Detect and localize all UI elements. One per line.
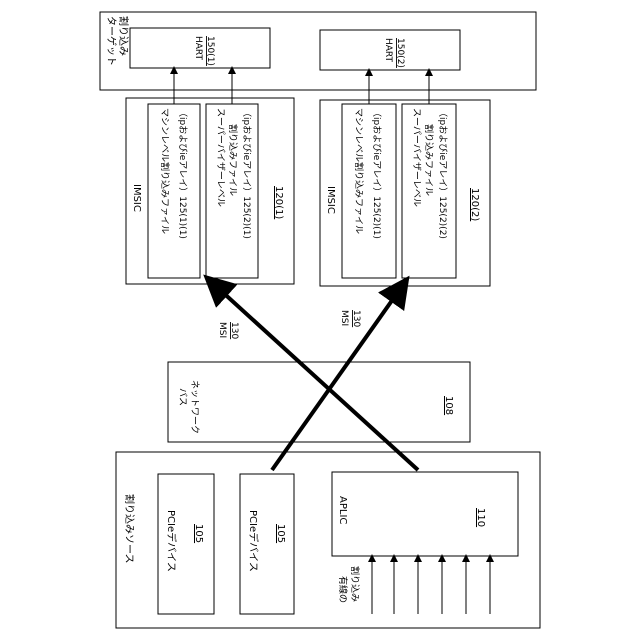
imsic-1-machine-file-title: マシンレベル割り込みファイル [159, 108, 171, 234]
aplic-name: APLIC [337, 496, 348, 524]
aplic-box [332, 472, 518, 556]
imsic-1-ref: 120(1) [273, 186, 284, 219]
imsic-2-supervisor-file-line1: スーパーバイザーレベル [411, 108, 422, 207]
interrupt-source-title: 割り込みソース [123, 494, 136, 564]
aplic-ref: 110 [475, 508, 486, 527]
interrupt-target-title-line2: ターゲット [105, 16, 117, 66]
imsic-2-box [320, 100, 490, 286]
msi-2-name: MSI [339, 310, 349, 326]
bus-network-ref: 108 [443, 396, 454, 415]
bus-network-line1: バス [177, 388, 188, 406]
imsic-2-supervisor-file-line2: 割り込みファイル [423, 124, 435, 196]
imsic-2-supervisor-file-sub: （ipおよびieアレイ）125(2)(2) [437, 108, 448, 239]
interrupt-source-box [116, 452, 540, 628]
msi-1-name: MSI [217, 322, 227, 338]
imsic-2-machine-file-sub: （ipおよびieアレイ）125(2)(1) [371, 108, 382, 239]
imsic-2-name: IMSIC [325, 186, 336, 214]
imsic-2-machine-file-title: マシンレベル割り込みファイル [353, 108, 365, 234]
imsic-1-supervisor-file-line2: 割り込みファイル [227, 124, 239, 196]
msi-arrow-aplic-to-imsic-1 [218, 288, 418, 470]
msi-2-ref: 130 [351, 310, 361, 327]
interrupt-target-title-line1: 割り込み [117, 16, 130, 56]
wired-interrupt-label-line2: 割り込み [349, 566, 361, 602]
msi-1-ref: 130 [229, 322, 239, 339]
imsic-1-name: IMSIC [131, 184, 142, 212]
imsic-1-machine-file-sub: （ipおよびieアレイ）125(1)(1) [177, 108, 188, 239]
imsic-1-box [126, 98, 294, 284]
wired-interrupt-arrows [372, 558, 490, 614]
msi-arrow-pcie-to-imsic-2 [272, 292, 398, 470]
pcie-device-2-name: PCIeデバイス [247, 510, 260, 572]
imsic-1-machine-file-box [148, 104, 200, 278]
pcie-device-1-ref: 105 [193, 524, 204, 543]
interrupt-target-box [100, 12, 536, 90]
hart-2-name: HART [383, 38, 393, 63]
wired-interrupt-label-line1: 有線の [337, 576, 349, 603]
hart-2-ref: 150(2) [395, 38, 405, 68]
imsic-1-supervisor-file-sub: （ipおよびieアレイ）125(2)(1) [241, 108, 252, 239]
imsic-1-supervisor-file-line1: スーパーバイザーレベル [215, 108, 226, 207]
pcie-device-2-ref: 105 [275, 524, 286, 543]
bus-network-line2: ネットワーク [189, 380, 200, 434]
hart-1-name: HART [193, 36, 203, 61]
pcie-device-1-name: PCIeデバイス [165, 510, 178, 572]
imsic-2-machine-file-box [342, 104, 396, 278]
imsic-2-ref: 120(2) [469, 188, 480, 221]
hart-1-ref: 150(1) [205, 36, 215, 66]
